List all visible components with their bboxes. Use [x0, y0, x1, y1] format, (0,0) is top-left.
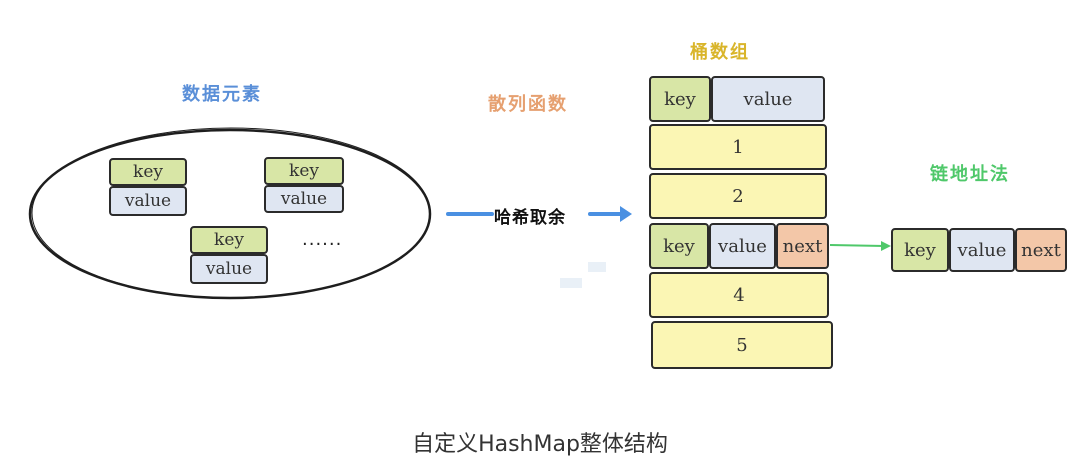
bucket-5: 5 [651, 321, 833, 369]
chain-node-key: key [891, 228, 949, 272]
element-2-key: key [264, 157, 344, 185]
bucket-3-next: next [776, 223, 829, 269]
hash-function-label: 散列函数 [488, 94, 568, 115]
figure-caption: 自定义HashMap整体结构 [412, 432, 668, 457]
bucket-1: 1 [649, 124, 827, 170]
bucket-0-value: value [711, 76, 825, 122]
element-3-key: key [190, 226, 268, 254]
bucket-3-key: key [649, 223, 709, 269]
chain-arrow-line [829, 244, 885, 247]
more-elements-ellipsis: ······ [302, 234, 343, 255]
bucket-4: 4 [649, 272, 829, 318]
bucket-0-key: key [649, 76, 711, 122]
chain-arrow-head [881, 241, 891, 251]
watermark-smudge-2 [588, 262, 606, 272]
data-elements-label: 数据元素 [182, 84, 262, 105]
chain-node-next: next [1015, 228, 1067, 272]
data-elements-ellipse-sketch [31, 127, 431, 299]
hash-arrow-head [620, 206, 632, 222]
hash-mod-label: 哈希取余 [494, 208, 566, 228]
bucket-array-label: 桶数组 [690, 42, 750, 63]
watermark-smudge [560, 278, 582, 288]
element-2-value: value [264, 185, 344, 213]
chaining-label: 链地址法 [930, 164, 1010, 185]
chain-node-value: value [949, 228, 1015, 272]
element-1-value: value [109, 186, 187, 216]
element-3-value: value [190, 254, 268, 284]
bucket-2: 2 [649, 173, 827, 219]
element-1-key: key [109, 158, 187, 186]
bucket-3-value: value [709, 223, 776, 269]
